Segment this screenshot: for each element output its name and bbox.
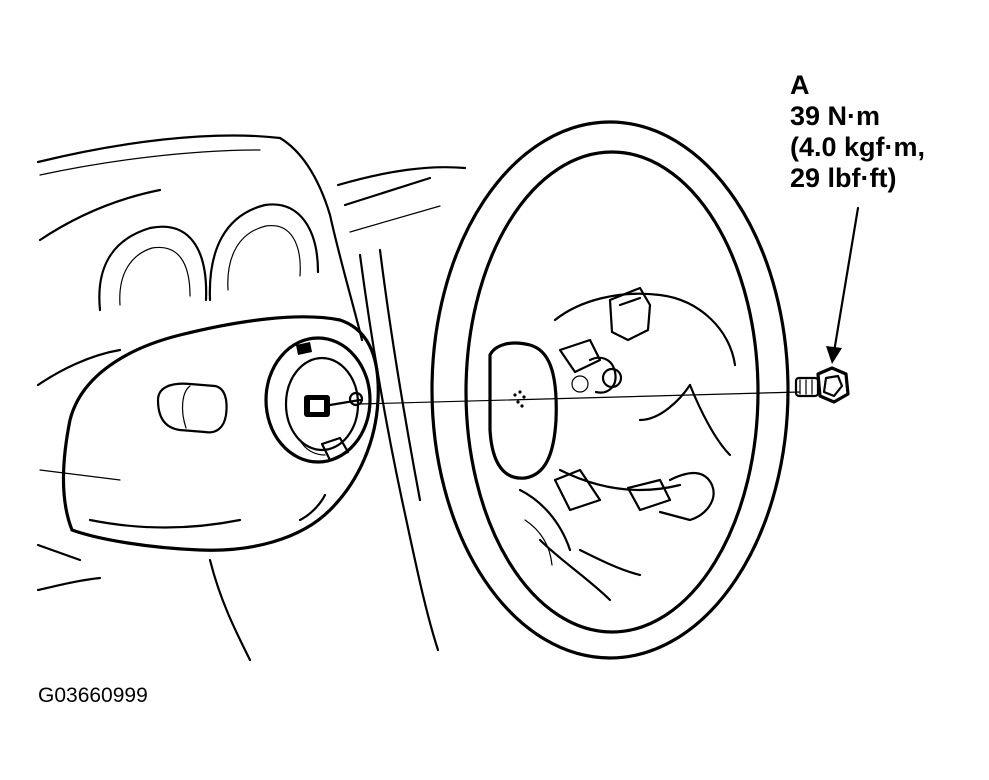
steering-wheel: [430, 120, 790, 660]
cable-reel: [264, 336, 372, 464]
axis-line: [359, 391, 801, 405]
steering-column-cover: [61, 315, 380, 552]
bolt-a: [794, 366, 850, 404]
torque-nm: 39 N·m: [790, 101, 881, 131]
callout-letter: A: [790, 70, 810, 100]
figure-id: G03660999: [38, 684, 148, 707]
torque-lbfft: 29 lbf·ft): [790, 163, 897, 193]
callout-leader-arrow: [826, 206, 860, 364]
torque-kgfm: (4.0 kgf·m,: [790, 132, 926, 162]
dashboard: [36, 134, 467, 662]
torque-callout: A 39 N·m (4.0 kgf·m, 29 lbf·ft): [790, 70, 925, 194]
